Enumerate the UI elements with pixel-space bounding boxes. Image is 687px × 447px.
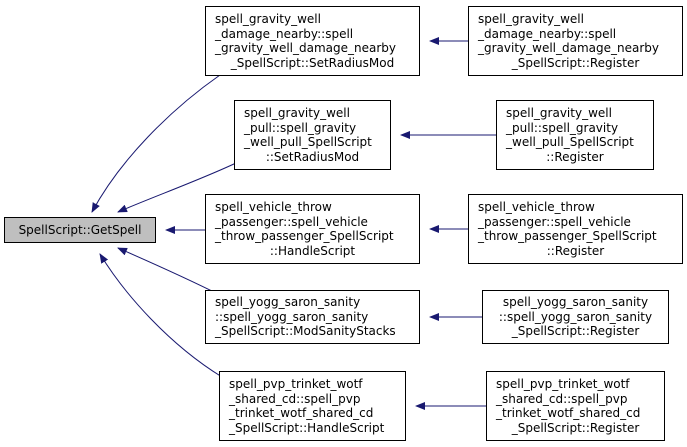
edge-b2-to-root — [117, 162, 237, 213]
node-vehicle-throw-passenger-register[interactable]: spell_vehicle_throw _passenger::spell_ve… — [468, 194, 683, 264]
node-label: _shared_cd::spell_pvp — [496, 391, 628, 406]
node-label: _well_pull_SpellScript — [244, 135, 372, 149]
node-label: _shared_cd::spell_pvp — [229, 391, 361, 406]
node-label: spell_yogg_saron_sanity — [215, 295, 361, 310]
node-vehicle-throw-passenger-handlescript[interactable]: spell_vehicle_throw _passenger::spell_ve… — [205, 194, 420, 264]
node-gravity-well-pull-setradiusmod[interactable]: spell_gravity_well _pull::spell_gravity … — [234, 100, 391, 170]
node-yogg-saron-sanity-register[interactable]: spell_yogg_saron_sanity ::spell_yogg_sar… — [482, 290, 669, 344]
node-label: _damage_nearby::spell — [215, 26, 354, 41]
node-gravity-well-damage-nearby-register[interactable]: spell_gravity_well _damage_nearby::spell… — [468, 6, 683, 76]
node-label: _passenger::spell_vehicle — [478, 214, 631, 229]
node-label: _SpellScript::Register — [511, 324, 640, 339]
node-label: spell_pvp_trinket_wotf — [229, 377, 363, 391]
node-label: SpellScript::GetSpell — [18, 222, 142, 237]
node-label: _gravity_well_damage_nearby — [215, 41, 397, 55]
node-pvp-trinket-wotf-shared-cd-register[interactable]: spell_pvp_trinket_wotf _shared_cd::spell… — [486, 371, 665, 441]
node-label: _pull::spell_gravity — [506, 120, 619, 135]
node-gravity-well-pull-register[interactable]: spell_gravity_well _pull::spell_gravity … — [496, 100, 654, 170]
node-label: _SpellScript::HandleScript — [229, 420, 385, 435]
node-yogg-saron-sanity-modsanitystacks[interactable]: spell_yogg_saron_sanity ::spell_yogg_sar… — [205, 290, 420, 344]
node-label: ::spell_yogg_saron_sanity — [215, 309, 369, 324]
node-label: spell_gravity_well — [506, 106, 612, 120]
node-label: _SpellScript::SetRadiusMod — [230, 55, 395, 70]
node-gravity-well-damage-nearby-setradiusmod[interactable]: spell_gravity_well _damage_nearby::spell… — [205, 6, 420, 76]
node-label: _trinket_wotf_shared_cd — [229, 406, 374, 420]
node-label: ::Register — [546, 149, 604, 164]
node-spellscript-getspell[interactable]: SpellScript::GetSpell — [4, 217, 156, 243]
node-label: spell_gravity_well — [478, 12, 584, 26]
node-label: _SpellScript::ModSanityStacks — [215, 324, 396, 339]
node-label: spell_yogg_saron_sanity — [502, 295, 649, 310]
node-label: _gravity_well_damage_nearby — [478, 41, 660, 55]
node-label: _passenger::spell_vehicle — [215, 214, 368, 229]
node-label: ::SetRadiusMod — [265, 149, 360, 164]
node-label: spell_gravity_well — [215, 12, 321, 26]
node-label: ::HandleScript — [269, 243, 356, 258]
node-label: _throw_passenger_SpellScript — [478, 229, 657, 243]
node-label: ::spell_yogg_saron_sanity — [498, 309, 653, 324]
node-label: ::Register — [546, 243, 605, 258]
node-label: _trinket_wotf_shared_cd — [496, 406, 641, 420]
edge-b1-to-root — [91, 74, 221, 213]
edge-b5-to-root — [99, 253, 223, 378]
node-label: spell_vehicle_throw — [215, 200, 332, 214]
node-label: spell_vehicle_throw — [478, 200, 595, 214]
node-label: _damage_nearby::spell — [478, 26, 617, 41]
node-label: _throw_passenger_SpellScript — [215, 229, 394, 243]
node-label: _SpellScript::Register — [511, 420, 640, 435]
node-label: _well_pull_SpellScript — [506, 135, 634, 149]
node-label: spell_pvp_trinket_wotf — [496, 377, 630, 391]
node-pvp-trinket-wotf-shared-cd-handlescript[interactable]: spell_pvp_trinket_wotf _shared_cd::spell… — [219, 371, 406, 441]
node-label: spell_gravity_well — [244, 106, 350, 120]
node-label: _pull::spell_gravity — [244, 120, 357, 135]
node-label: _SpellScript::Register — [511, 55, 640, 70]
